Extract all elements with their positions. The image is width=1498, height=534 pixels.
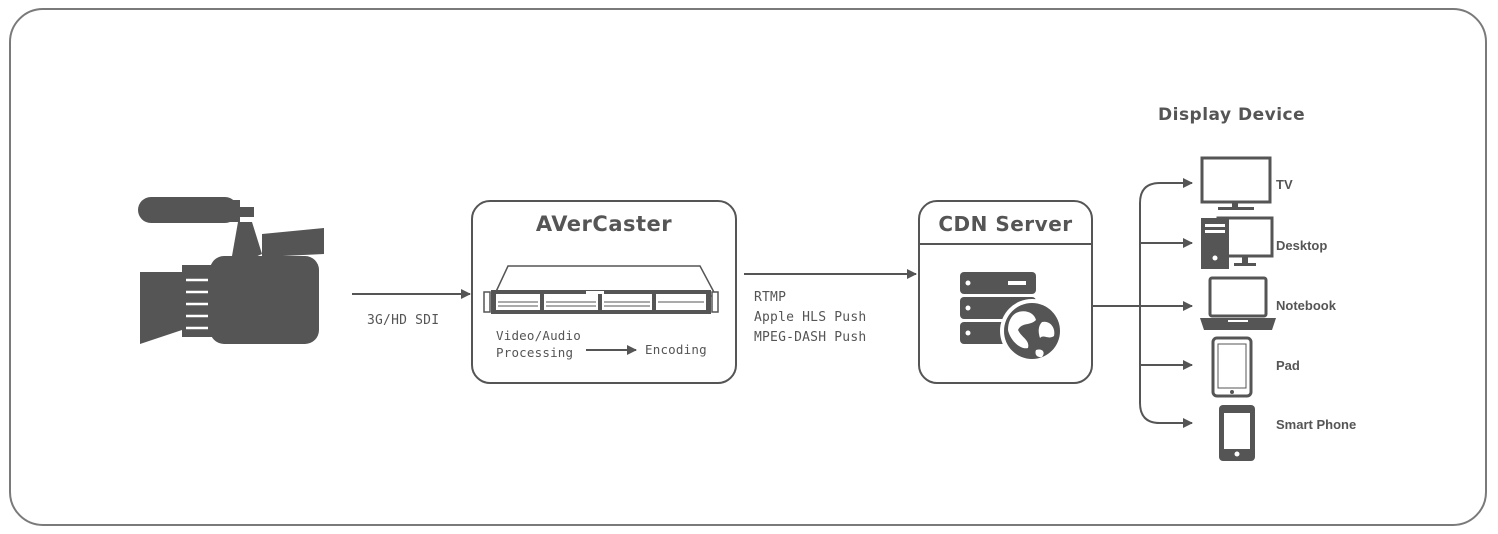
device-label-pad: Pad: [1276, 358, 1300, 373]
tv-icon: [1200, 156, 1272, 210]
tablet-icon: [1211, 336, 1253, 398]
encoding-label: Encoding: [645, 342, 707, 357]
protocol-list: RTMP Apple HLS Push MPEG-DASH Push: [754, 288, 866, 348]
smartphone-icon: [1219, 405, 1255, 461]
protocol-item: MPEG-DASH Push: [754, 330, 867, 345]
diagram-frame: [9, 8, 1487, 526]
protocol-item: RTMP: [754, 290, 787, 305]
protocol-item: Apple HLS Push: [754, 310, 867, 325]
cdn-server-title: CDN Server: [938, 212, 1073, 236]
server-globe-icon: [960, 272, 1064, 363]
processing-label: Video/Audio Processing: [496, 328, 581, 360]
device-label-tv: TV: [1276, 177, 1293, 192]
display-device-heading: Display Device: [1158, 105, 1306, 125]
distribution-bracket: [1139, 182, 1176, 424]
device-label-notebook: Notebook: [1276, 298, 1336, 313]
rack-server-icon: [483, 265, 719, 314]
notebook-icon: [1200, 276, 1276, 330]
sdi-link-label: 3G/HD SDI: [367, 313, 440, 328]
video-camera-icon: [138, 197, 324, 344]
desktop-icon: [1201, 216, 1274, 269]
device-label-phone: Smart Phone: [1276, 417, 1357, 432]
device-label-desktop: Desktop: [1276, 238, 1328, 253]
avercaster-title: AVerCaster: [535, 212, 673, 236]
